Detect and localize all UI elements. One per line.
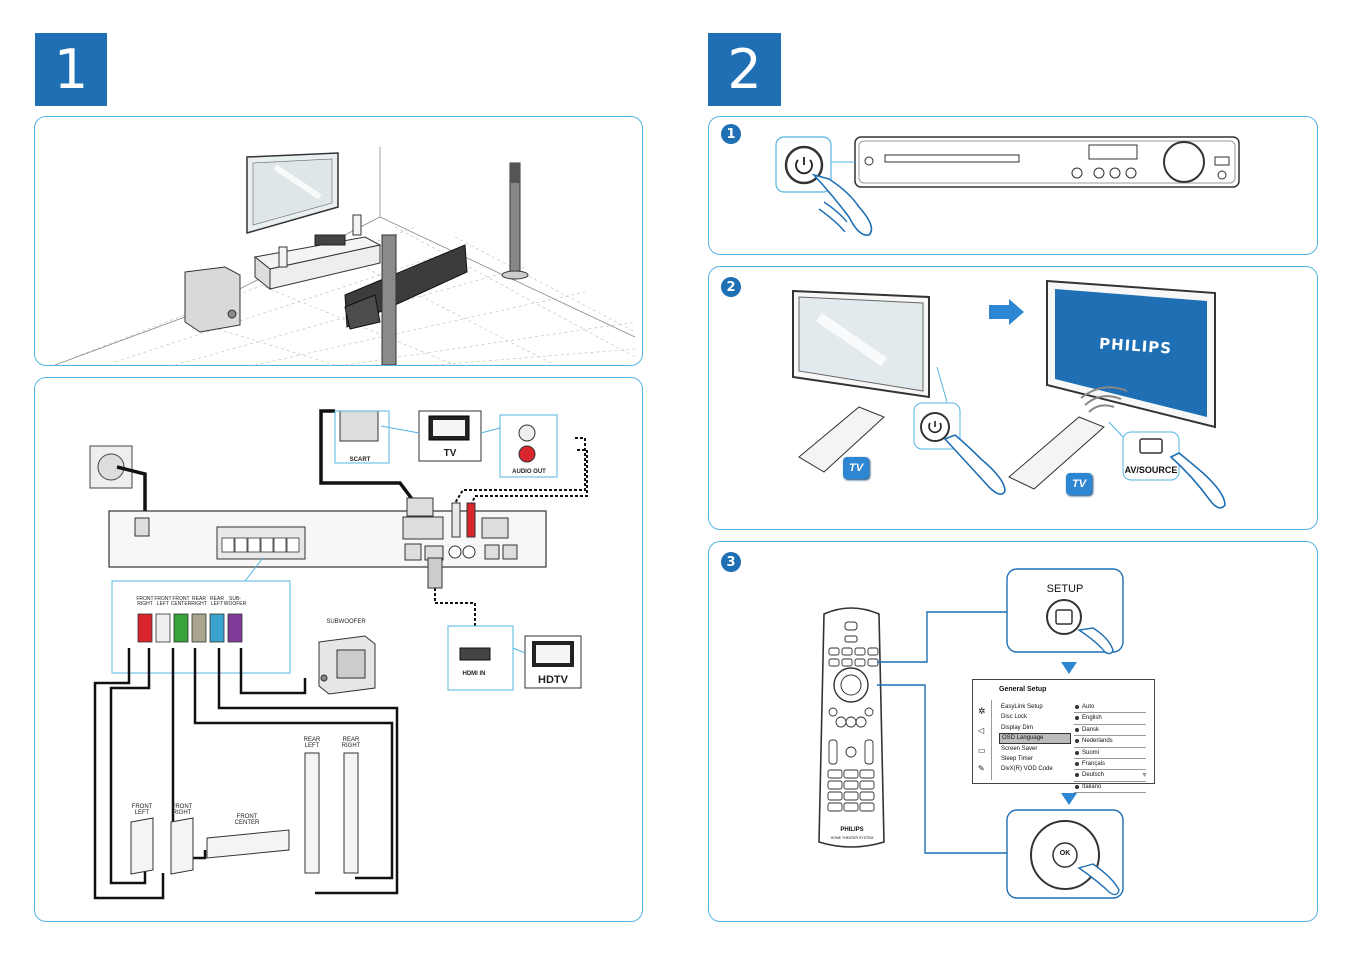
hdtv-label: HDTV xyxy=(538,674,568,686)
scart-label: SCART xyxy=(349,457,371,463)
speaker-icon: ◁ xyxy=(978,726,985,735)
menu-item-easylink[interactable]: EasyLink Setup xyxy=(1001,704,1043,710)
step-2-number: 2 xyxy=(727,38,762,101)
menu-item-divx-vod[interactable]: DivX(R) VOD Code xyxy=(1001,766,1053,773)
tv-on-illustration xyxy=(792,279,1226,509)
tv-button-badge-1: TV xyxy=(843,457,869,479)
ok-label: OK xyxy=(1059,850,1071,857)
setup-illustration xyxy=(818,568,1124,899)
menu-item-osd-language[interactable]: OSD Language xyxy=(999,733,1071,744)
menu-item-screen-saver[interactable]: Screen Saver xyxy=(1001,745,1038,752)
menu-title: General Setup xyxy=(999,686,1047,693)
connections-panel: SCART TV AUDIO OUT HDMI IN HDTV SUBWOOFE… xyxy=(34,377,643,922)
speaker-label-rear-right: REAR RIGHT xyxy=(341,737,361,750)
language-option[interactable]: English xyxy=(1074,713,1146,725)
menu-icon-column: ✲ ◁ ▭ ✎ xyxy=(973,700,992,780)
language-option[interactable]: Nederlands xyxy=(1074,736,1146,748)
remote-brand: PHILIPS xyxy=(840,827,864,833)
tv-on-panel: 2 PHILIPS TV TV AV/SOURCE xyxy=(708,266,1318,530)
av-source-label: AV/SOURCE xyxy=(1124,465,1178,475)
tv-button-badge-2: TV xyxy=(1066,473,1092,495)
step-1-number: 1 xyxy=(53,38,89,101)
language-option[interactable]: Auto xyxy=(1074,702,1146,714)
port-label-subwoofer: SUB- WOOFER xyxy=(223,596,247,608)
preference-icon: ✎ xyxy=(978,764,985,773)
port-label-front-right: FRONT RIGHT xyxy=(136,596,154,608)
step-2-tile: 2 xyxy=(708,33,781,106)
language-list: Auto English Dansk Nederlands Suomi Fran… xyxy=(1074,702,1146,794)
language-option[interactable]: Suomi xyxy=(1074,748,1146,759)
substep-2-badge: 2 xyxy=(721,277,741,297)
speaker-label-front-right: FRONT RIGHT xyxy=(171,804,193,817)
port-label-rear-right: REAR RIGHT xyxy=(191,596,207,608)
substep-1-badge: 1 xyxy=(721,124,741,144)
port-label-rear-left: REAR LEFT xyxy=(210,596,224,608)
menu-item-display-dim[interactable]: Display Dim xyxy=(1001,724,1034,731)
room-placement-panel xyxy=(34,116,643,366)
setup-label: SETUP xyxy=(1046,583,1084,595)
substep-3-badge: 3 xyxy=(721,552,741,572)
hdmi-in-label: HDMI IN xyxy=(462,671,486,677)
general-setup-menu: ✲ ◁ ▭ ✎ General Setup EasyLink Setup Dis… xyxy=(972,679,1155,794)
speaker-label-front-left: FRONT LEFT xyxy=(131,804,153,817)
connection-diagram xyxy=(89,409,588,900)
remote-caption: HOME THEATER SYSTEM xyxy=(830,836,874,840)
language-option[interactable]: Français xyxy=(1074,759,1146,771)
tv-label: TV xyxy=(443,448,457,459)
port-label-front-center: FRONT CENTER xyxy=(170,596,192,608)
step-1-tile: 1 xyxy=(35,33,107,106)
port-label-front-left: FRONT LEFT xyxy=(154,596,172,608)
power-on-panel: 1 xyxy=(708,116,1318,255)
menu-item-sleep-timer[interactable]: Sleep Timer xyxy=(1001,755,1034,762)
audio-out-label: AUDIO OUT xyxy=(512,469,546,475)
speaker-label-rear-left: REAR LEFT xyxy=(303,737,321,750)
language-option[interactable]: Deutsch xyxy=(1074,770,1146,782)
gear-icon: ✲ xyxy=(978,706,986,716)
subwoofer-label: SUBWOOFER xyxy=(326,619,366,625)
language-option[interactable]: Italiano xyxy=(1074,782,1146,794)
display-icon: ▭ xyxy=(978,746,986,755)
menu-item-disc-lock[interactable]: Disc Lock xyxy=(1001,714,1028,721)
menu-options: EasyLink Setup Disc Lock Display Dim OSD… xyxy=(999,702,1071,775)
speaker-label-front-center: FRONT CENTER xyxy=(234,814,260,827)
power-on-illustration xyxy=(775,136,1240,236)
room-illustration xyxy=(54,147,636,365)
scroll-down-icon[interactable]: ▼ xyxy=(1141,772,1148,779)
language-option[interactable]: Dansk xyxy=(1074,725,1146,737)
